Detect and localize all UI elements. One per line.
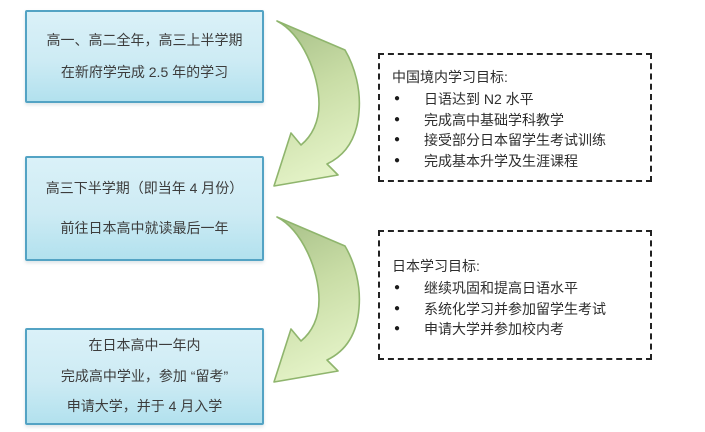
- goals-box-china: 中国境内学习目标: ● 日语达到 N2 水平 ● 完成高中基础学科教学 ● 接受…: [378, 53, 652, 182]
- stage-box-japan-final-year: 在日本高中一年内 完成高中学业，参加 “留考” 申请大学，并于 4 月入学: [25, 328, 264, 425]
- goals-title: 中国境内学习目标:: [392, 69, 508, 85]
- stage-line: 申请大学，并于 4 月入学: [66, 398, 223, 415]
- goal-item-text: 完成高中基础学科教学: [424, 111, 564, 128]
- stage-line: 在新府学完成 2.5 年的学习: [60, 64, 229, 80]
- goal-item-text: 系统化学习并参加留学生考试: [424, 300, 606, 317]
- bullet-icon: ●: [394, 302, 401, 314]
- bullet-icon: ●: [394, 154, 401, 166]
- goal-item-text: 继续巩固和提高日语水平: [424, 280, 578, 296]
- goals-box-japan: 日本学习目标: ● 继续巩固和提高日语水平 ● 系统化学习并参加留学生考试 ● …: [378, 230, 652, 360]
- stage-line: 在日本高中一年内: [88, 337, 201, 354]
- curved-arrow-icon-2: [273, 216, 361, 383]
- goals-list: ● 继续巩固和提高日语水平 ● 系统化学习并参加留学生考试 ● 申请大学并参加校…: [392, 278, 640, 340]
- goal-item: ● 继续巩固和提高日语水平: [392, 278, 640, 299]
- goal-item: ● 日语达到 N2 水平: [392, 89, 640, 110]
- stage-line: 完成高中学业，参加 “留考”: [60, 367, 229, 384]
- goals-title: 日本学习目标:: [392, 258, 480, 274]
- goal-item-text: 接受部分日本留学生考试训练: [424, 132, 606, 148]
- bullet-icon: ●: [394, 282, 401, 293]
- stage-line: 高三下半学期（即当年 4 月份）: [45, 179, 244, 196]
- goal-item-text: 申请大学并参加校内考: [424, 321, 564, 337]
- stage-line: 前往日本高中就读最后一年: [60, 220, 229, 236]
- curved-arrow-icon-1: [273, 20, 361, 187]
- stage-line: 高一、高二全年，高三上半学期: [46, 31, 243, 48]
- bullet-icon: ●: [394, 323, 401, 334]
- goals-list: ● 日语达到 N2 水平 ● 完成高中基础学科教学 ● 接受部分日本留学生考试训…: [392, 89, 640, 171]
- goal-item: ● 接受部分日本留学生考试训练: [392, 130, 640, 151]
- goal-item: ● 系统化学习并参加留学生考试: [392, 299, 640, 320]
- goal-item: ● 完成高中基础学科教学: [392, 110, 640, 131]
- goal-item-text: 日语达到 N2 水平: [424, 91, 534, 107]
- stage-box-china-study: 高一、高二全年，高三上半学期 在新府学完成 2.5 年的学习: [25, 10, 264, 103]
- bullet-icon: ●: [394, 134, 401, 145]
- goal-item: ● 完成基本升学及生涯课程: [392, 151, 640, 172]
- goal-item: ● 申请大学并参加校内考: [392, 319, 640, 340]
- stage-box-japan-transfer: 高三下半学期（即当年 4 月份） 前往日本高中就读最后一年: [25, 156, 264, 261]
- bullet-icon: ●: [394, 93, 401, 104]
- goal-item-text: 完成基本升学及生涯课程: [424, 152, 578, 169]
- bullet-icon: ●: [394, 113, 401, 125]
